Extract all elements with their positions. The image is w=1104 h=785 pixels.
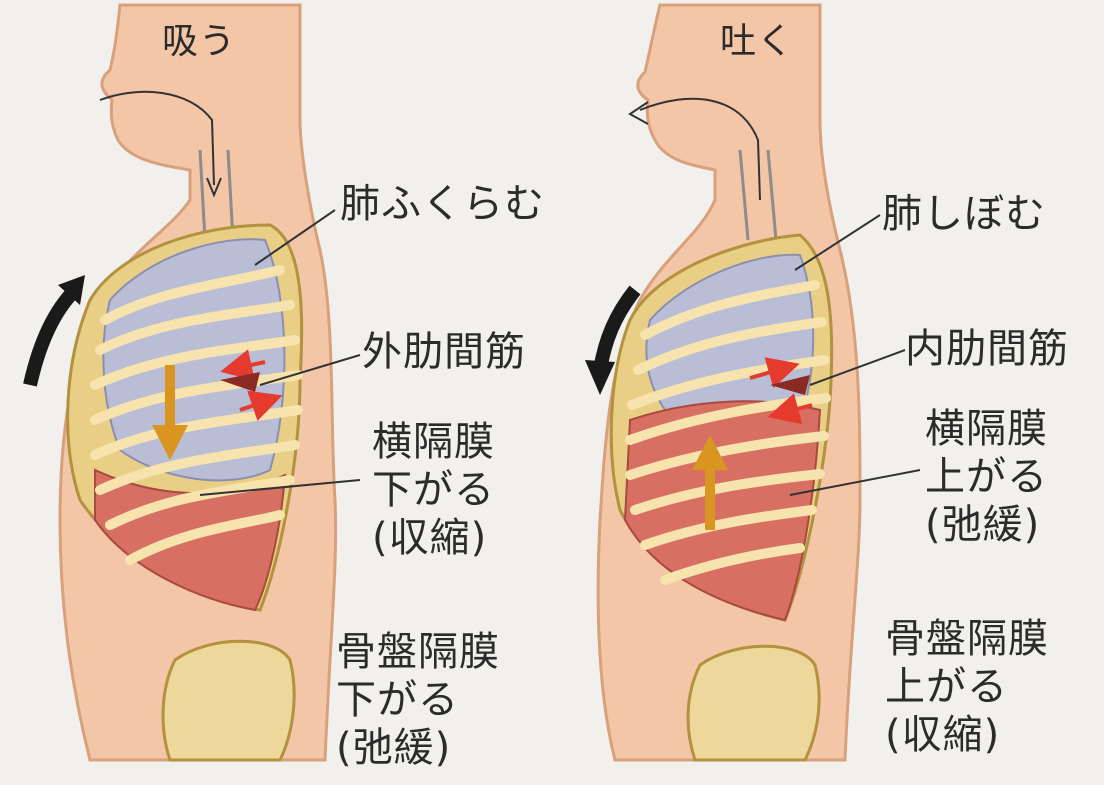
exhale-diaphragm-label: 横隔膜 上がる (弛緩) [925, 405, 1048, 549]
exhale-pelvic-line-3: (収縮) [885, 711, 1049, 759]
exhale-lung-label: 肺しぼむ [882, 190, 1046, 238]
inhale-pelvis [163, 641, 294, 760]
inhale-diaphragm-label: 横隔膜 下がる (収縮) [372, 418, 495, 562]
inhale-ribcage-arrow [30, 290, 75, 385]
inhale-pelvic-line-2: 下がる [336, 676, 500, 724]
inhale-diaphragm-line-3: (収縮) [372, 514, 495, 562]
exhale-title: 吐く [720, 18, 794, 66]
exhale-pelvis [688, 646, 819, 760]
inhale-pelvic-label: 骨盤隔膜 下がる (弛緩) [336, 628, 500, 772]
exhale-figure [585, 5, 920, 760]
exhale-diaphragm-line-3: (弛緩) [925, 501, 1048, 549]
inhale-pelvic-line-1: 骨盤隔膜 [336, 628, 500, 676]
exhale-pelvic-line-1: 骨盤隔膜 [885, 615, 1049, 663]
exhale-diaphragm-line-1: 横隔膜 [925, 405, 1048, 453]
exhale-pelvic-label: 骨盤隔膜 上がる (収縮) [885, 615, 1049, 759]
exhale-muscle-label: 内肋間筋 [905, 325, 1069, 373]
inhale-lung-label: 肺ふくらむ [340, 180, 545, 228]
inhale-figure [30, 5, 360, 760]
inhale-diaphragm-line-1: 横隔膜 [372, 418, 495, 466]
exhale-diaphragm-line-2: 上がる [925, 453, 1048, 501]
exhale-pelvic-line-2: 上がる [885, 663, 1049, 711]
inhale-muscle-label: 外肋間筋 [362, 328, 526, 376]
inhale-diaphragm-line-2: 下がる [372, 466, 495, 514]
inhale-pelvic-line-3: (弛緩) [336, 724, 500, 772]
inhale-title: 吸う [162, 18, 236, 66]
